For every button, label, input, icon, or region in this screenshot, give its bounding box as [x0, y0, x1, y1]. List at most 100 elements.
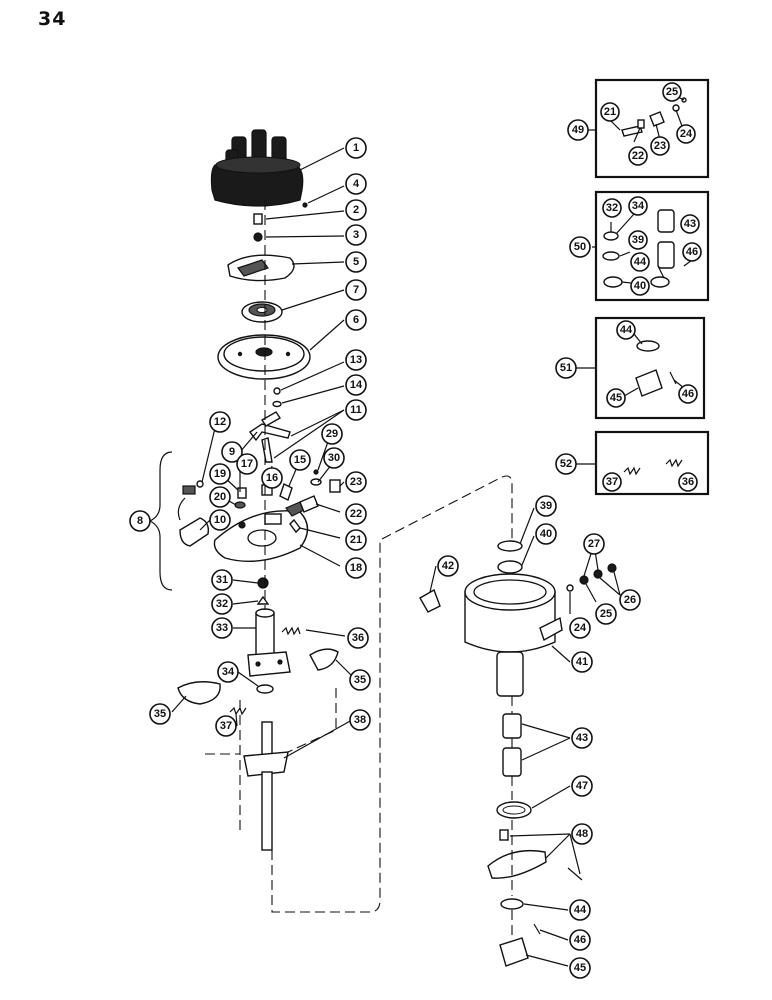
cam-part	[247, 608, 291, 677]
callout-49-21: 21	[600, 102, 620, 122]
svg-text:30: 30	[328, 452, 340, 464]
callout-21: 21	[345, 529, 367, 551]
svg-text:51: 51	[560, 362, 572, 374]
callout-49-24: 24	[676, 124, 696, 144]
screw-12-part	[196, 480, 204, 488]
svg-text:21: 21	[604, 106, 616, 118]
svg-text:46: 46	[682, 388, 694, 400]
washer-39-part	[497, 540, 523, 552]
washer-14-part	[272, 400, 282, 408]
callout-16: 16	[261, 467, 283, 489]
callout-34: 34	[217, 661, 239, 683]
callout-49-23: 23	[650, 136, 670, 156]
nut-26-part	[593, 569, 603, 579]
svg-text:44: 44	[634, 256, 647, 268]
svg-text:43: 43	[576, 732, 588, 744]
dust-shield-part	[217, 334, 311, 380]
callout-15: 15	[289, 449, 311, 471]
svg-text:32: 32	[216, 598, 228, 610]
screw-21-part	[289, 518, 301, 534]
callout-50-40: 40	[630, 276, 650, 296]
callout-45: 45	[569, 957, 591, 979]
callout-1: 1	[345, 137, 367, 159]
svg-text:34: 34	[222, 666, 235, 678]
callout-49-25: 25	[662, 82, 682, 102]
retainer-32-part	[256, 595, 270, 605]
svg-text:44: 44	[574, 904, 587, 916]
svg-text:40: 40	[634, 280, 646, 292]
clamp-48-part	[487, 849, 547, 879]
svg-text:39: 39	[540, 500, 552, 512]
svg-text:52: 52	[560, 458, 572, 470]
svg-text:12: 12	[214, 416, 226, 428]
svg-text:25: 25	[600, 608, 612, 620]
svg-text:37: 37	[220, 720, 232, 732]
spring-37-part	[229, 706, 247, 716]
callout-50-46: 46	[682, 242, 702, 262]
nut-27-part	[579, 575, 589, 585]
condenser-part	[177, 485, 210, 547]
callout-50: 50	[569, 236, 591, 258]
callout-52: 52	[555, 453, 577, 475]
svg-text:4: 4	[353, 178, 360, 190]
page-number: 34	[38, 8, 67, 30]
svg-text:36: 36	[682, 476, 694, 488]
bearing-part	[241, 301, 283, 323]
carbon-brush-part	[253, 202, 308, 242]
centerline-weight-b	[287, 688, 337, 753]
housing-part	[464, 573, 563, 697]
callout-52-36: 36	[678, 472, 698, 492]
svg-text:3: 3	[353, 229, 359, 241]
callout-23: 23	[345, 471, 367, 493]
callout-50-34: 34	[628, 196, 648, 216]
callout-38: 38	[349, 709, 371, 731]
svg-text:49: 49	[572, 124, 584, 136]
svg-text:50: 50	[574, 241, 586, 253]
centerline-weights	[205, 700, 241, 830]
callout-5: 5	[345, 251, 367, 273]
svg-text:10: 10	[214, 514, 226, 526]
svg-text:41: 41	[576, 656, 588, 668]
clip-23-part	[329, 479, 341, 493]
svg-text:22: 22	[632, 150, 644, 162]
screw-13-part	[273, 387, 281, 395]
svg-text:1: 1	[353, 142, 359, 154]
callout-51-44: 44	[616, 320, 636, 340]
callout-22: 22	[345, 503, 367, 525]
rotor-part	[227, 254, 295, 282]
callout-10: 10	[209, 509, 231, 531]
washer-24-part	[566, 584, 574, 592]
svg-text:46: 46	[574, 934, 586, 946]
callout-9: 9	[221, 441, 243, 463]
callout-4: 4	[345, 173, 367, 195]
svg-text:43: 43	[684, 218, 696, 230]
washer-40-part	[497, 560, 523, 574]
callout-44: 44	[569, 899, 591, 921]
callout-49: 49	[567, 119, 589, 141]
svg-text:23: 23	[654, 140, 666, 152]
svg-text:17: 17	[241, 458, 253, 470]
callout-36: 36	[347, 627, 369, 649]
callout-3: 3	[345, 224, 367, 246]
svg-text:11: 11	[350, 404, 362, 416]
callout-40: 40	[535, 523, 557, 545]
key-48-part	[499, 829, 509, 841]
svg-text:19: 19	[214, 468, 226, 480]
svg-text:40: 40	[540, 528, 552, 540]
svg-text:20: 20	[214, 491, 226, 503]
washer-44-part	[500, 898, 524, 910]
svg-text:27: 27	[588, 538, 600, 550]
svg-text:25: 25	[666, 86, 678, 98]
callout-43: 43	[571, 727, 593, 749]
washer-34-part	[256, 684, 274, 694]
callout-29: 29	[321, 423, 343, 445]
callout-46: 46	[569, 929, 591, 951]
svg-text:32: 32	[606, 202, 618, 214]
svg-text:13: 13	[350, 354, 362, 366]
callout-50-32: 32	[602, 198, 622, 218]
callout-30: 30	[323, 447, 345, 469]
callout-24: 24	[569, 617, 591, 639]
callout-42: 42	[437, 555, 459, 577]
svg-text:44: 44	[620, 324, 633, 336]
